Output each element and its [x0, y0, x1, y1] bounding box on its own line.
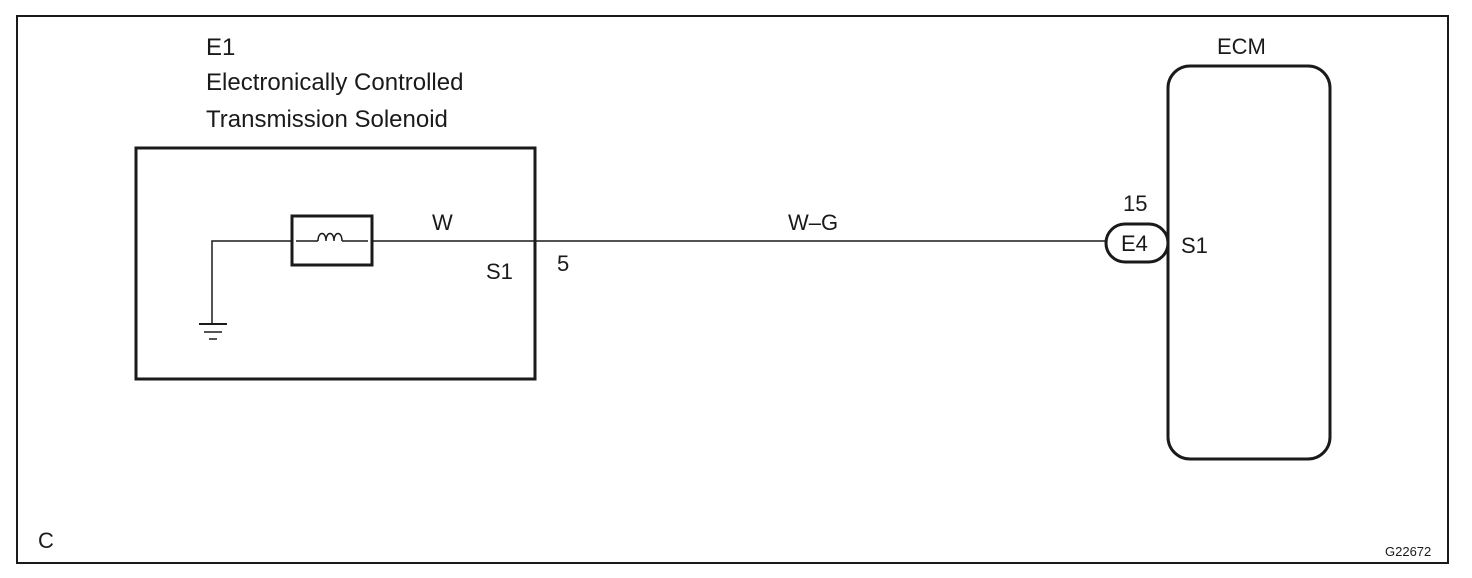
connector-pin-number: 5 — [557, 251, 570, 276]
ecm-pin-label: S1 — [1181, 233, 1208, 258]
ecm-connector-label: E4 — [1121, 231, 1148, 256]
figure-code: G22672 — [1385, 544, 1432, 559]
solenoid-code: E1 — [206, 34, 236, 61]
ground-wire — [211, 240, 292, 324]
solenoid-pin-label: S1 — [486, 259, 513, 284]
outer-wire-color-label: W–G — [788, 210, 839, 235]
ecm-title: ECM — [1217, 34, 1266, 59]
corner-label: C — [38, 528, 54, 553]
diagram-frame — [16, 15, 1449, 564]
solenoid-name-line2: Transmission Solenoid — [206, 106, 448, 133]
ecm-connector-capsule — [1104, 222, 1170, 264]
ground-symbol-icon — [199, 323, 227, 340]
coil-icon — [296, 232, 368, 242]
solenoid-name-line1: Electronically Controlled — [206, 69, 464, 96]
inner-wire-color-label: W — [432, 210, 453, 235]
ecm-box — [1166, 64, 1332, 461]
ecm-pin-number: 15 — [1123, 191, 1148, 216]
solenoid-box — [134, 146, 537, 381]
